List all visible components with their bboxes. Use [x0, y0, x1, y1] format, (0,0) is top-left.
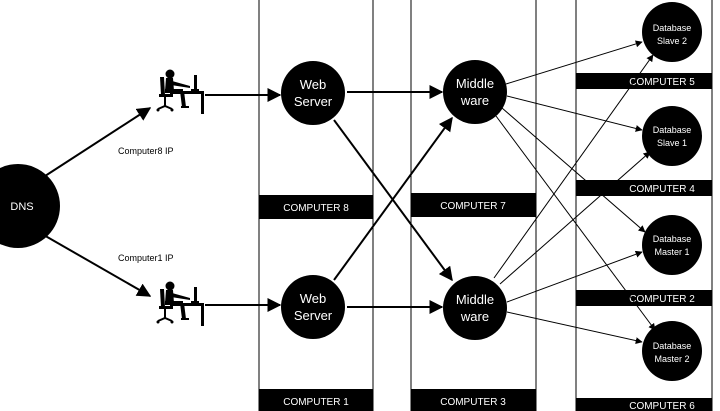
computer-2-label: COMPUTER 2	[576, 290, 712, 306]
svg-text:COMPUTER 2: COMPUTER 2	[629, 294, 695, 305]
computer-user-icon	[155, 280, 205, 327]
svg-text:Database: Database	[653, 234, 692, 244]
svg-text:Master 2: Master 2	[654, 354, 689, 364]
edge-mw-bottom-master1	[506, 250, 643, 303]
middleware-top-node: Middle ware	[443, 60, 507, 124]
edge-label-computer8-ip: Computer8 IP	[118, 146, 174, 156]
svg-text:Web: Web	[300, 77, 327, 92]
computer-3-label: COMPUTER 3	[411, 389, 536, 411]
edge-mw-top-slave2	[505, 40, 643, 85]
database-master-2-node: Database Master 2	[642, 321, 702, 381]
web-server-bottom-node: Web Server	[281, 275, 345, 339]
computer-labels: COMPUTER 8 COMPUTER 7 COMPUTER 5 COMPUTE…	[259, 73, 712, 411]
svg-text:COMPUTER 4: COMPUTER 4	[629, 184, 695, 195]
computer-7-label: COMPUTER 7	[411, 193, 536, 217]
web-server-top-node: Web Server	[281, 61, 345, 125]
computer-5-label: COMPUTER 5	[576, 73, 712, 89]
svg-text:COMPUTER 5: COMPUTER 5	[629, 77, 695, 88]
computer-8-label: COMPUTER 8	[259, 195, 373, 219]
svg-text:COMPUTER 6: COMPUTER 6	[629, 401, 695, 411]
edge-dns-computer8	[41, 107, 152, 179]
computer-6-label: COMPUTER 6	[576, 398, 712, 411]
computer-user-icon	[155, 68, 205, 115]
edge-mw-top-master1	[501, 107, 646, 233]
edge-mw-top-master2	[495, 115, 656, 331]
svg-text:Web: Web	[300, 291, 327, 306]
svg-text:Middle: Middle	[456, 76, 494, 91]
svg-text:Master 1: Master 1	[654, 247, 689, 257]
svg-text:Database: Database	[653, 341, 692, 351]
edge-label-computer1-ip: Computer1 IP	[118, 253, 174, 263]
svg-text:Middle: Middle	[456, 292, 494, 307]
svg-text:COMPUTER 7: COMPUTER 7	[440, 201, 506, 212]
svg-text:Slave 1: Slave 1	[657, 138, 687, 148]
database-slave-2-node: Database Slave 2	[642, 2, 702, 62]
svg-text:COMPUTER 3: COMPUTER 3	[440, 397, 506, 408]
svg-text:ware: ware	[460, 93, 489, 108]
svg-text:Database: Database	[653, 23, 692, 33]
svg-text:ware: ware	[460, 309, 489, 324]
svg-text:Server: Server	[294, 308, 333, 323]
svg-text:Slave 2: Slave 2	[657, 36, 687, 46]
computer-4-label: COMPUTER 4	[576, 180, 712, 196]
connections	[41, 85, 453, 314]
svg-text:COMPUTER 8: COMPUTER 8	[283, 203, 349, 214]
computer-1-label: COMPUTER 1	[259, 389, 373, 411]
edge-mw-bottom-slave1	[499, 151, 651, 285]
edge-dns-computer1	[41, 233, 152, 297]
edge-mw-bottom-master2	[506, 311, 643, 345]
svg-text:Database: Database	[653, 125, 692, 135]
edge-mw-top-slave1	[506, 95, 643, 132]
dns-label: DNS	[10, 201, 33, 213]
middleware-bottom-node: Middle ware	[443, 276, 507, 340]
svg-text:Server: Server	[294, 94, 333, 109]
edge-mw-bottom-slave2	[493, 54, 654, 279]
database-master-1-node: Database Master 1	[642, 215, 702, 275]
database-slave-1-node: Database Slave 1	[642, 106, 702, 166]
db-connections	[493, 40, 656, 345]
edge-ws-bottom-mw-top	[333, 116, 453, 281]
svg-text:COMPUTER 1: COMPUTER 1	[283, 397, 349, 408]
dns-node: DNS	[0, 164, 60, 248]
